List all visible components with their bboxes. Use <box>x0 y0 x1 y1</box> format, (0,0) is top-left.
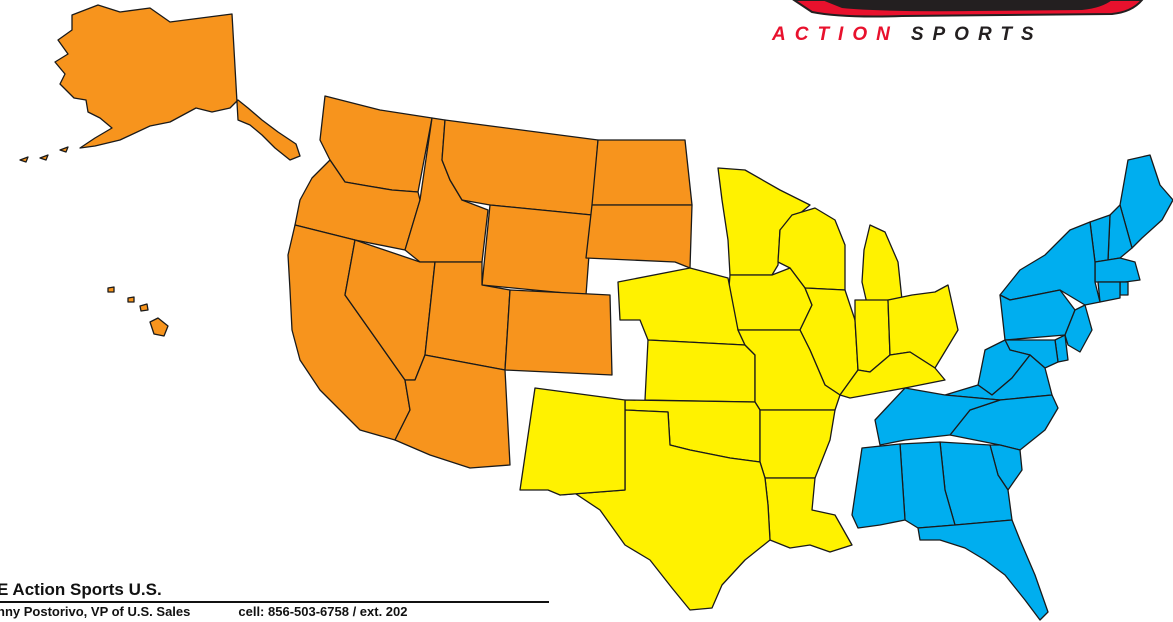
state-ne <box>617 267 746 346</box>
state-ak-island <box>19 156 29 163</box>
state-ma <box>1094 257 1141 283</box>
state-ri <box>1119 281 1129 296</box>
state-wy <box>481 204 593 296</box>
state-ar <box>759 409 836 479</box>
state-tn <box>874 387 1001 446</box>
contact-phone: cell: 856-503-6758 / ext. 202 <box>238 604 408 619</box>
region-central <box>519 167 959 611</box>
state-mt <box>441 119 599 216</box>
state-ks <box>644 339 756 403</box>
contact-divider <box>0 601 549 603</box>
region-west <box>19 4 693 469</box>
brand-swoosh-graphic <box>792 0 1144 18</box>
state-ak <box>54 4 301 161</box>
state-hi <box>149 317 169 337</box>
contact-person: nny Postorivo, VP of U.S. Sales <box>0 604 191 619</box>
state-ct <box>1097 281 1121 303</box>
state-co <box>504 289 613 376</box>
state-tx <box>559 409 771 611</box>
state-mi <box>861 224 903 309</box>
contact-details: nny Postorivo, VP of U.S. Sales cell: 856… <box>0 603 557 621</box>
state-nd <box>591 139 693 206</box>
brand-wordmark: ACTION SPORTS <box>772 24 1043 46</box>
state-me <box>1119 154 1173 249</box>
contact-block: E Action Sports U.S. nny Postorivo, VP o… <box>0 580 557 621</box>
state-ky <box>839 351 946 399</box>
state-ak-island <box>59 146 69 153</box>
state-hi-island <box>127 296 135 303</box>
state-sd <box>585 204 693 269</box>
brand-word-action: ACTION <box>772 24 899 45</box>
state-az <box>394 354 511 469</box>
state-mn <box>717 167 811 276</box>
state-fl <box>917 519 1049 621</box>
region-east <box>851 154 1173 621</box>
contact-title: E Action Sports U.S. <box>0 580 162 599</box>
state-hi-island <box>107 286 115 293</box>
state-ak-island <box>39 154 49 161</box>
state-ms <box>851 443 906 529</box>
brand-word-sports: SPORTS <box>910 24 1043 45</box>
state-hi-island <box>139 303 149 312</box>
state-nm <box>519 387 626 496</box>
state-la <box>764 477 853 553</box>
